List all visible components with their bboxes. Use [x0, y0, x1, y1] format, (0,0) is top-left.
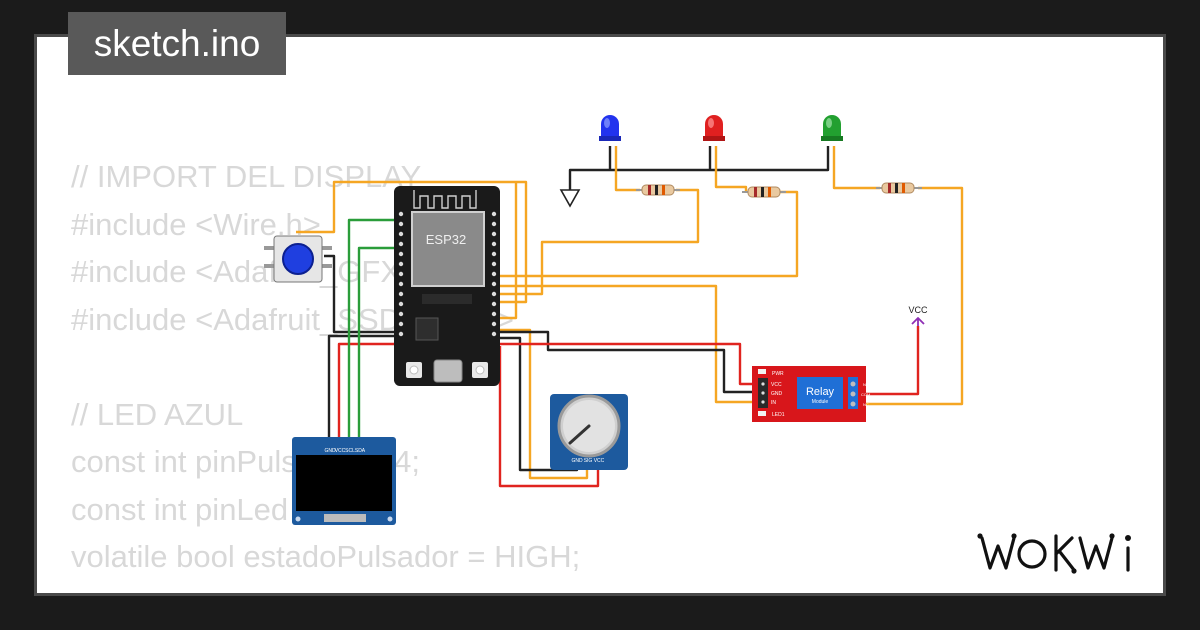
wire-res-blue-esp: [500, 188, 700, 296]
resistor-1[interactable]: [636, 184, 680, 196]
led-blue[interactable]: [599, 115, 621, 141]
resistor-3[interactable]: [876, 182, 922, 194]
wire-gnd-oled: [327, 334, 394, 440]
wire-led-green-res: [832, 146, 880, 190]
esp32-board[interactable]: ESP32: [394, 186, 500, 386]
relay-module[interactable]: PWR LED1 VCC GND IN Relay Module NO COM …: [752, 366, 870, 422]
wire-res-green-relay: [866, 186, 964, 406]
vcc-arrow: [911, 317, 925, 326]
wire-led-blue-res: [614, 146, 640, 192]
resistor-2[interactable]: [742, 186, 786, 198]
knob-indicator: [568, 424, 591, 445]
relay-title: Relay: [806, 386, 835, 398]
oled-pin-gnd: GND: [324, 448, 336, 454]
wire-res-red-esp: [500, 190, 799, 278]
pot-pin-gnd: GND: [571, 458, 583, 464]
relay-subtitle: Module: [812, 399, 829, 405]
relay-pin-in: IN: [771, 400, 776, 406]
file-tab[interactable]: sketch.ino: [68, 12, 286, 75]
oled-pin-sda: SDA: [355, 448, 366, 454]
ground-symbol: [559, 189, 581, 208]
esp32-label: ESP32: [426, 232, 466, 247]
wire-ground-bus: [568, 146, 830, 190]
relay-pin-vcc: VCC: [771, 382, 782, 388]
pot-pin-vcc: VCC: [594, 458, 605, 464]
wokwi-logo[interactable]: [976, 524, 1152, 580]
relay-side-nc: NC: [863, 402, 869, 407]
wire-vcc-pot: [498, 346, 600, 488]
relay-led-label: LED1: [772, 412, 785, 418]
relay-pwr-label: PWR: [772, 371, 784, 377]
code-line: // LED AZUL: [71, 396, 244, 432]
relay-side-com: COM: [861, 392, 870, 397]
oled-pin-scl: SCL: [345, 448, 355, 454]
oled-display[interactable]: GND VCC SCL SDA: [292, 437, 396, 525]
wire-pot-sig: [500, 328, 589, 480]
code-line: // IMPORT DEL DISPLAY: [71, 159, 422, 194]
code-line: #include <Wire.h>: [71, 206, 321, 242]
code-preview: // IMPORT DEL DISPLAY#include <Wire.h>#i…: [71, 153, 666, 594]
potentiometer[interactable]: GND SIG VCC: [550, 394, 628, 470]
push-button[interactable]: [264, 235, 332, 283]
vcc-label: VCC: [908, 305, 928, 315]
wire-esp-yellow: [500, 182, 518, 320]
led-green[interactable]: [821, 115, 843, 141]
sketch-card: // IMPORT DEL DISPLAY#include <Wire.h>#i…: [34, 34, 1166, 596]
wire-button-esp: [296, 180, 528, 304]
pot-pin-sig: SIG: [584, 458, 593, 464]
relay-side-no: NO: [863, 382, 869, 387]
wire-vcc-relay: [337, 342, 758, 440]
led-red[interactable]: [703, 115, 725, 141]
oled-pin-vcc: VCC: [335, 448, 346, 454]
wire-led-red-res: [714, 146, 748, 192]
code-line: volatile bool ultimoEstadoPulsador = HIG…: [71, 581, 666, 594]
wire-relay-vcc: [866, 326, 920, 396]
code-line: volatile bool estadoPulsador = HIGH;: [71, 539, 581, 574]
wire-gnd-relay: [324, 254, 758, 394]
relay-pin-gnd: GND: [771, 391, 783, 397]
